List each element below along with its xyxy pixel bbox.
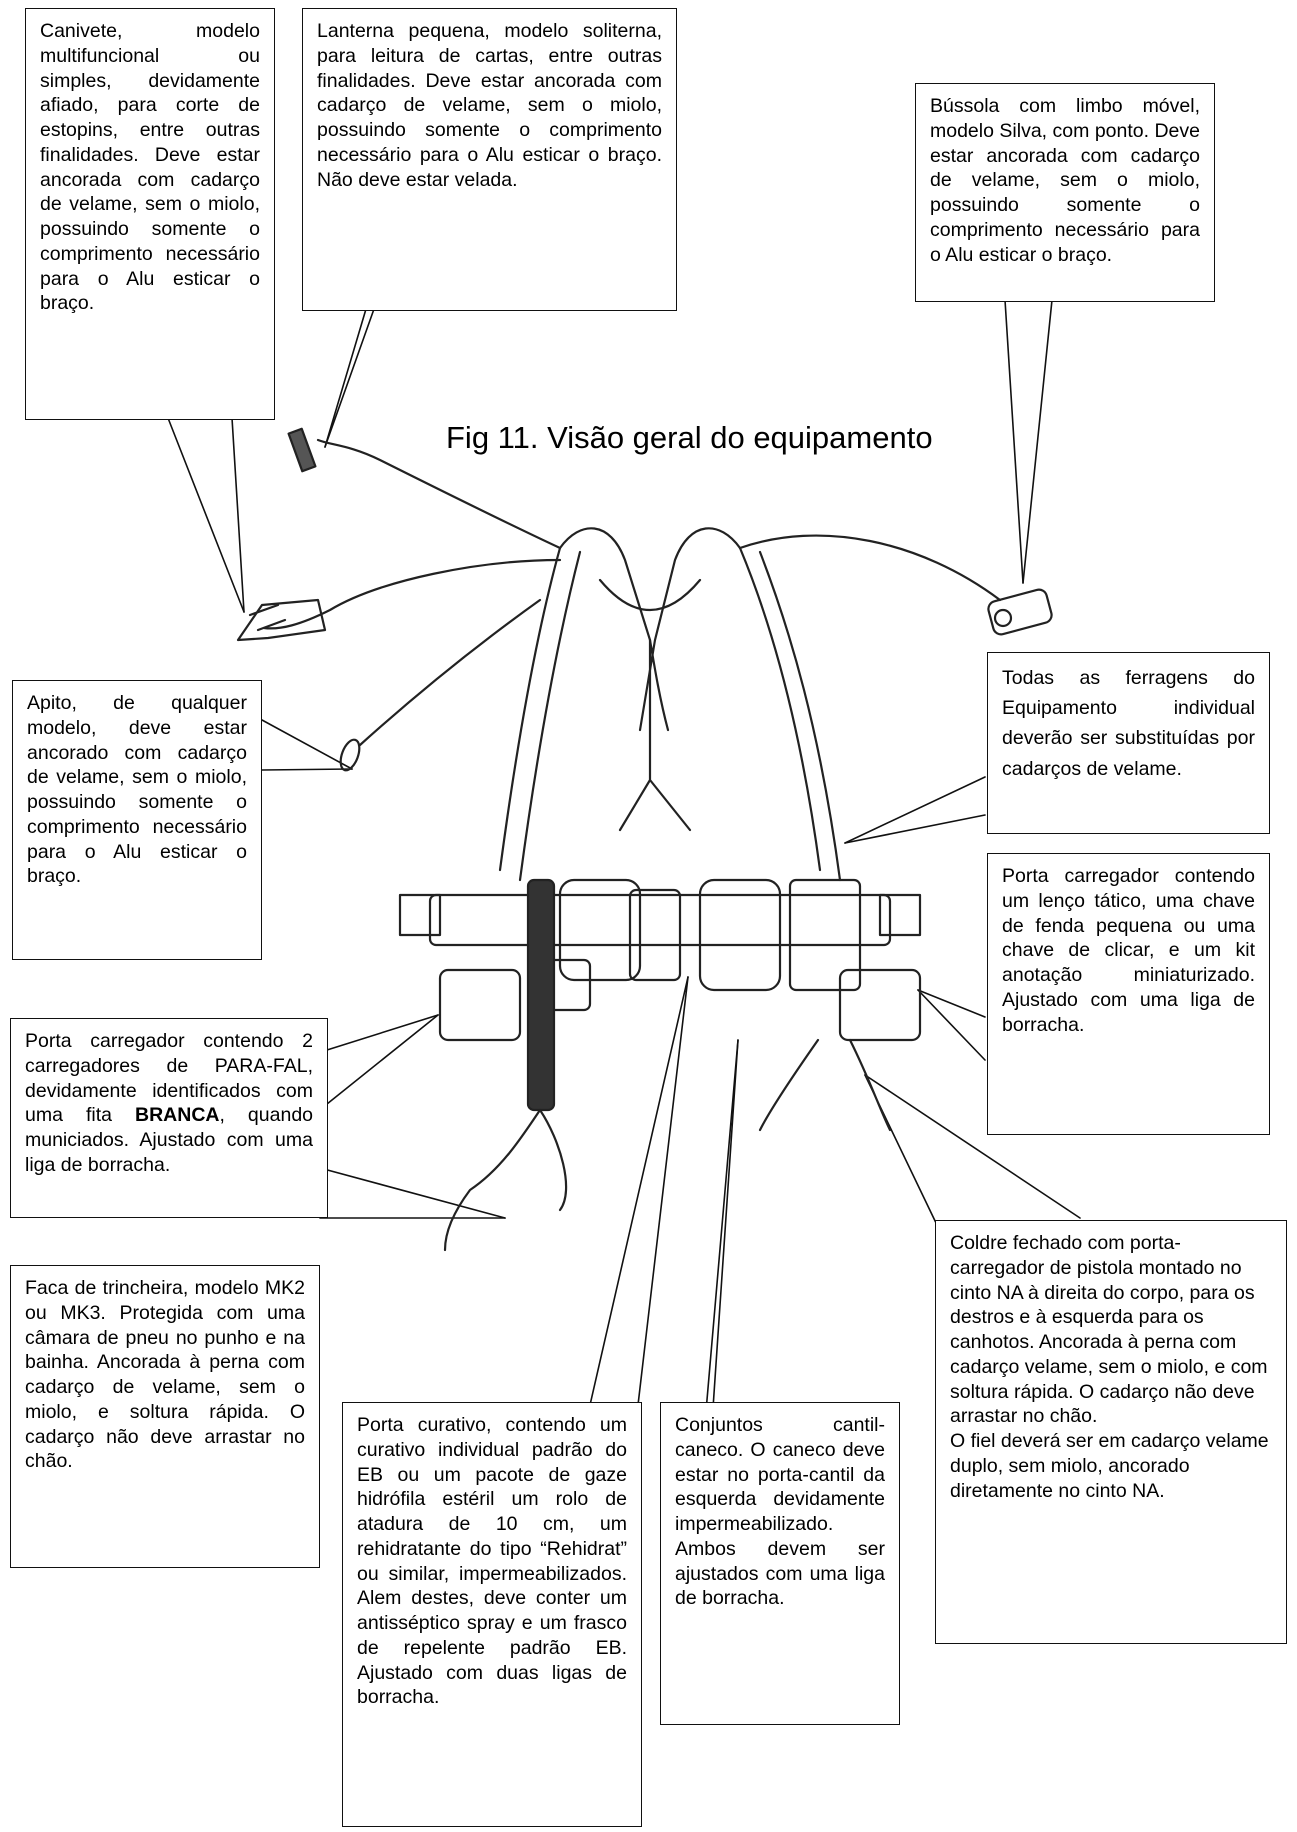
callout-bussola: Bússola com limbo móvel, modelo Silva, c… xyxy=(915,83,1215,302)
callout-ferragens: Todas as ferragens do Equipamento indivi… xyxy=(987,652,1270,834)
knife-sheath xyxy=(526,878,556,1112)
callout-coldre: Coldre fechado com porta-carregador de p… xyxy=(935,1220,1287,1644)
callout-lanterna: Lanterna pequena, modelo soliterna, para… xyxy=(302,8,677,311)
belt xyxy=(428,893,892,947)
callout-cantil: Conjuntos cantil-caneco. O caneco deve e… xyxy=(660,1402,900,1725)
compass-icon xyxy=(987,588,1053,636)
figure-caption: Fig 11. Visão geral do equipamento xyxy=(446,420,933,455)
canteen-right xyxy=(698,878,782,992)
leader-lanterna xyxy=(324,308,375,448)
leader-cantil xyxy=(704,1039,739,1424)
first-aid-pouch xyxy=(628,888,682,982)
leader-canivete xyxy=(167,417,245,613)
canteen-left xyxy=(558,878,642,982)
callout-curativo: Porta curativo, contendo um curativo ind… xyxy=(342,1402,642,1827)
callout-canivete: Canivete, modelo multifuncional ou simpl… xyxy=(25,8,275,420)
callout-faca: Faca de trincheira, modelo MK2 ou MK3. P… xyxy=(10,1265,320,1568)
lanyard-canivete xyxy=(262,558,562,630)
callout-apito: Apito, de qualquer modelo, deve estar an… xyxy=(12,680,262,960)
coldre-text-1: Coldre fechado com porta-carregador de p… xyxy=(950,1232,1268,1428)
coldre-text-2: O fiel deverá ser em cadarço velame dupl… xyxy=(950,1430,1269,1502)
leader-ferragens xyxy=(844,776,986,844)
leg-cord-right xyxy=(758,1038,820,1132)
left-shoulder-strap xyxy=(558,527,670,732)
parafal-text-bold: BRANCA xyxy=(135,1104,220,1127)
lanyard-bussola xyxy=(738,534,1002,602)
lanyard-apito xyxy=(358,598,542,747)
lanyard-lanterna xyxy=(316,438,562,550)
leader-bussola xyxy=(1004,299,1024,584)
pouch-lenco xyxy=(838,968,922,1042)
leader-apito xyxy=(261,719,353,770)
leader-curativo xyxy=(589,976,689,1406)
callout-porta-lenco: Porta carregador contendo um lenço tátic… xyxy=(987,853,1270,1135)
leader-lines xyxy=(167,299,1081,1424)
right-shoulder-strap xyxy=(638,527,742,732)
leg-cord-left xyxy=(443,1108,542,1252)
parafal-text-1: Porta carregador contendo 2 carregadores… xyxy=(25,1030,313,1127)
pouch-parafal xyxy=(438,968,522,1042)
whistle-icon xyxy=(339,738,361,772)
holster xyxy=(788,878,862,992)
y-strap xyxy=(618,638,692,832)
harness-sketch xyxy=(262,438,1002,1252)
leader-parafal xyxy=(326,1014,439,1051)
belt-buckle-left xyxy=(398,893,442,937)
parafal-text-2: , quando municiados. Ajustado com uma li… xyxy=(25,1104,314,1176)
flashlight-icon xyxy=(287,427,317,473)
leader-porta-lenco xyxy=(917,989,986,1018)
callout-porta-parafal: Porta carregador contendo 2 carregadores… xyxy=(10,1018,328,1218)
pocket-knife-icon xyxy=(236,598,327,642)
accessories xyxy=(236,427,1053,772)
